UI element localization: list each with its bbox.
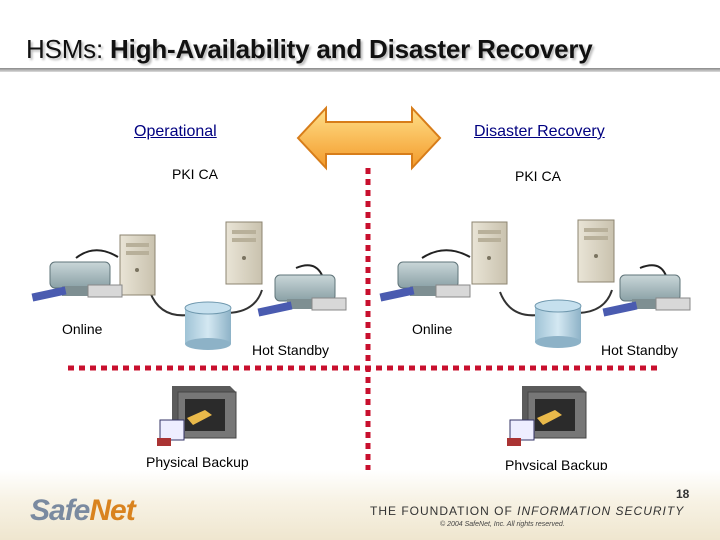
logo-part-b: Net [89,494,135,527]
operational-standby-label: Hot Standby [252,342,330,358]
disaster-site-graphics [379,219,691,446]
database-icon [184,301,232,350]
slide-title: HSMs: High-Availability and Disaster Rec… [26,34,593,65]
footer-band [0,470,720,540]
database-icon [534,299,582,348]
hsm-device-icon [31,261,123,302]
disaster-backup-label: Physical Backup [505,457,608,473]
safe-icon [157,386,237,446]
footer-tagline: THE FOUNDATION OF INFORMATION SECURITY [370,504,684,518]
server-icon [225,221,263,285]
safenet-logo: SafeNet [30,494,136,528]
hsm-device-icon [379,261,471,302]
logo-part-a: Safe [30,494,90,527]
title-text: High-Availability and Disaster Recovery [110,34,593,64]
operational-online-label: Online [62,321,103,337]
hsm-device-icon [602,274,691,317]
server-icon [471,221,508,285]
disaster-pki-label: PKI CA [515,168,561,184]
title-underline [0,68,720,72]
server-icon [119,234,156,296]
operational-heading: Operational [134,123,217,140]
tagline-part-a: THE FOUNDATION OF [370,504,518,518]
operational-backup-label: Physical Backup [146,454,249,470]
footer-copyright: © 2004 SafeNet, Inc. All rights reserved… [440,521,565,528]
disaster-online-label: Online [412,321,453,337]
hsm-device-icon [257,274,347,317]
title-lead: HSMs: [26,34,104,64]
page-number: 18 [676,487,690,501]
disaster-heading: Disaster Recovery [474,123,605,140]
safe-icon [507,386,587,446]
server-icon [577,219,615,283]
double-arrow-icon [296,105,442,171]
operational-site-graphics [31,221,347,446]
disaster-standby-label: Hot Standby [601,342,679,358]
tagline-part-b: INFORMATION SECURITY [517,504,685,518]
operational-pki-label: PKI CA [172,166,218,182]
